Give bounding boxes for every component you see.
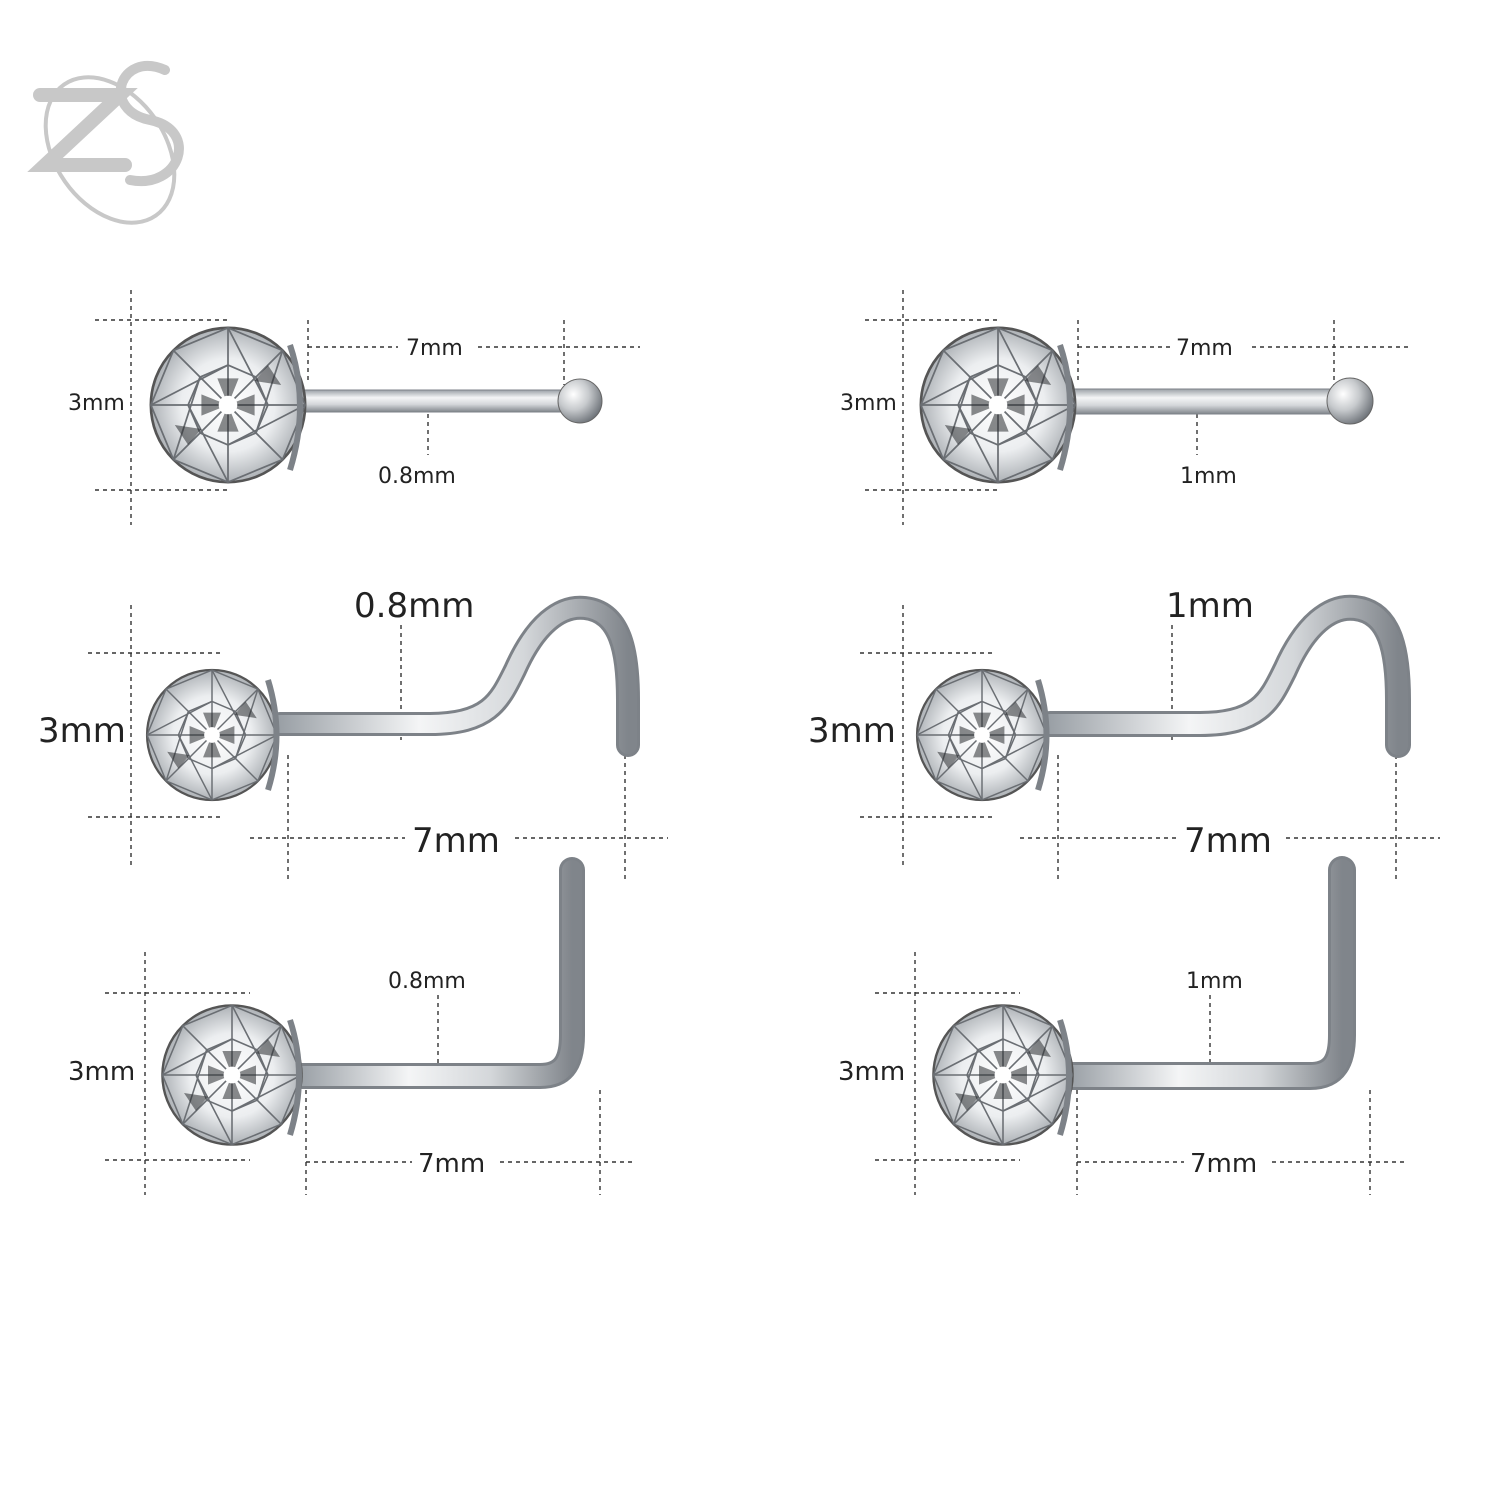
gem-size-label: 3mm [38, 711, 126, 751]
length-label: 7mm [1176, 336, 1233, 361]
gauge-label: 0.8mm [354, 586, 474, 626]
gem-size-label: 3mm [68, 391, 125, 416]
gauge-label: 0.8mm [388, 969, 466, 994]
l-shape-stud-0-8mm: 3mm 7mm 0.8mm [68, 857, 632, 1195]
length-label: 7mm [1184, 821, 1272, 861]
screw-stud-1mm: 3mm 7mm 1mm [808, 586, 1440, 880]
brand-logo: ZS [27, 60, 184, 225]
gem-size-label: 3mm [68, 1057, 135, 1087]
gauge-label: 0.8mm [378, 464, 456, 489]
bone-stud-1mm: 3mm 7mm 1mm [840, 290, 1410, 525]
gauge-label: 1mm [1166, 586, 1254, 626]
length-label: 7mm [418, 1149, 485, 1179]
gauge-label: 1mm [1180, 464, 1237, 489]
length-label: 7mm [406, 336, 463, 361]
gem-size-label: 3mm [840, 391, 897, 416]
gem-size-label: 3mm [808, 711, 896, 751]
gem-size-label: 3mm [838, 1057, 905, 1087]
l-shape-stud-1mm: 3mm 7mm 1mm [838, 856, 1404, 1195]
length-label: 7mm [412, 821, 500, 861]
gauge-label: 1mm [1186, 969, 1243, 994]
length-label: 7mm [1190, 1149, 1257, 1179]
bone-stud-0-8mm: 3mm 7mm 0.8mm [68, 290, 640, 525]
screw-stud-0-8mm: 3mm 7mm 0.8mm [38, 586, 668, 880]
